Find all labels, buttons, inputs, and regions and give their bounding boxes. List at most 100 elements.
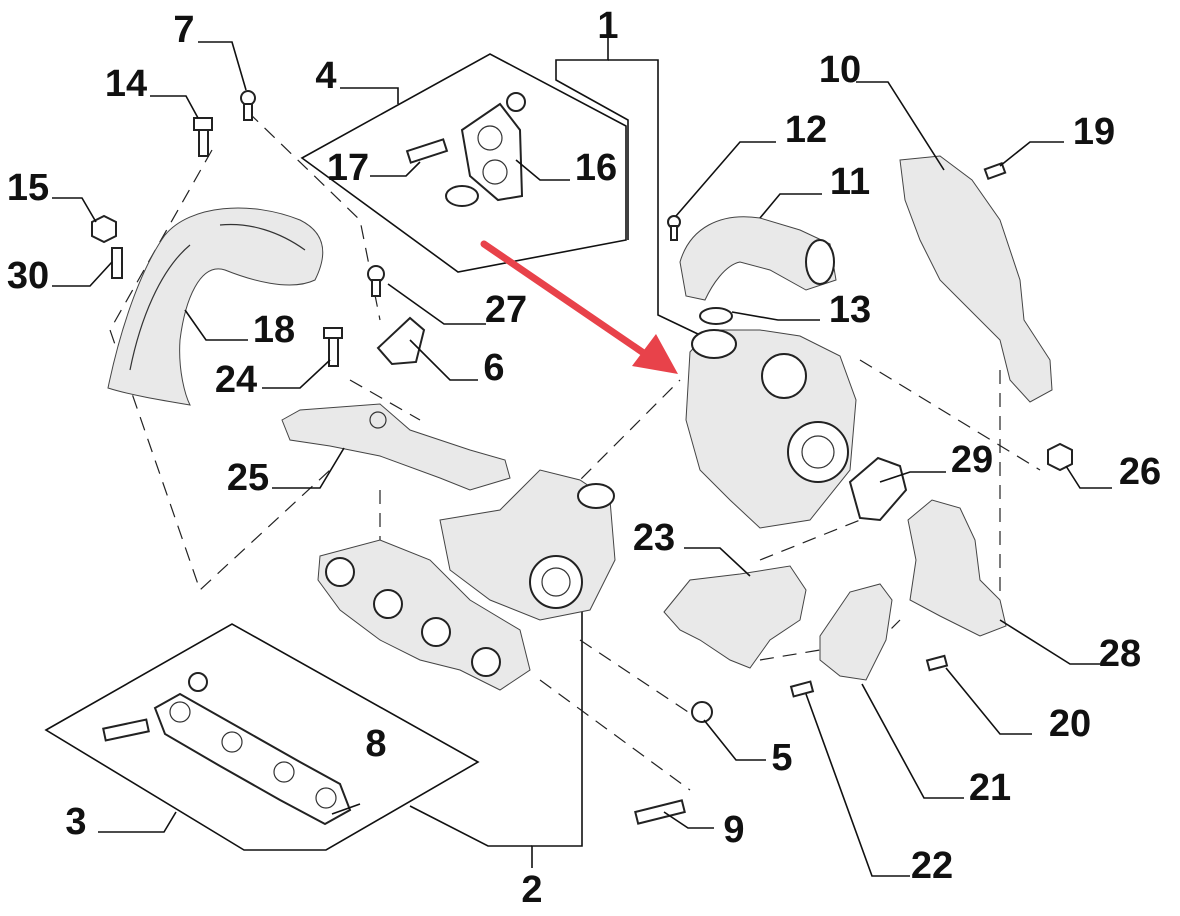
callout-20: 20: [1049, 703, 1091, 745]
leader-26: [1065, 465, 1112, 489]
leader-5: [703, 719, 766, 761]
kit-box-4: [300, 53, 627, 273]
callout-18: 18: [253, 309, 295, 351]
callout-12: 12: [785, 109, 827, 151]
callout-5: 5: [771, 737, 792, 779]
callout-17: 17: [327, 147, 369, 189]
leader-2a: [531, 580, 583, 868]
callout-23: 23: [633, 517, 675, 559]
callout-1: 1: [597, 5, 618, 47]
callout-24: 24: [215, 359, 257, 401]
leader-21: [861, 683, 964, 799]
leader-7: [198, 41, 247, 91]
bolt-14: [193, 117, 213, 157]
callout-29: 29: [951, 439, 993, 481]
callout-4: 4: [315, 55, 336, 97]
leader-6: [409, 339, 478, 381]
callout-30: 30: [7, 255, 49, 297]
heat-shield-10: [899, 155, 1053, 403]
leader-19: [999, 141, 1064, 167]
leader-15: [52, 197, 97, 223]
callout-25: 25: [227, 457, 269, 499]
callout-28: 28: [1099, 633, 1141, 675]
leader-4: [340, 87, 399, 104]
bracket-23: [663, 565, 807, 669]
stud-9: [634, 799, 686, 825]
callout-8: 8: [365, 723, 386, 765]
callout-3: 3: [65, 801, 86, 843]
leader-28: [999, 619, 1112, 665]
dash-g: [579, 639, 701, 721]
bolt-24: [323, 327, 343, 367]
leader-9: [663, 811, 714, 829]
leader-2b: [409, 805, 532, 847]
dash-i: [759, 519, 861, 561]
heat-shield-28: [907, 499, 1007, 637]
leader-25: [272, 447, 345, 489]
leader-22: [805, 693, 910, 877]
leader-17: [370, 161, 421, 177]
turbocharger-1: [685, 329, 857, 529]
leader-1b: [608, 59, 701, 336]
callout-11: 11: [830, 161, 870, 203]
gasket-8: [102, 672, 352, 826]
leader-13: [731, 311, 820, 321]
stud-17: [405, 138, 449, 164]
leader-1a: [555, 38, 629, 240]
kit-box-3: [44, 623, 480, 851]
callout-15: 15: [7, 167, 49, 209]
leader-29: [879, 471, 946, 483]
stud-30: [111, 247, 123, 279]
leader-8: [331, 803, 361, 815]
bolt-12: [667, 215, 681, 241]
callout-9: 9: [723, 809, 744, 851]
callout-22: 22: [911, 845, 953, 887]
callout-10: 10: [819, 49, 861, 91]
leader-20: [945, 667, 1032, 735]
bracket-6: [376, 316, 426, 366]
heat-shield-21: [819, 583, 893, 681]
callout-7: 7: [173, 9, 194, 51]
leader-3: [98, 811, 177, 833]
o-ring-13: [699, 307, 733, 325]
flange-29: [848, 456, 908, 522]
dash-a: [247, 111, 381, 321]
callout-21: 21: [969, 767, 1011, 809]
callout-19: 19: [1073, 111, 1115, 153]
heat-shield-25: [281, 403, 511, 491]
nut-26: [1047, 442, 1073, 472]
heat-shield-18: [107, 207, 324, 406]
callout-14: 14: [105, 63, 147, 105]
nut-5: [691, 701, 713, 723]
callout-16: 16: [575, 147, 617, 189]
air-pipe-11: [679, 216, 837, 301]
callout-27: 27: [485, 289, 527, 331]
leader-11: [759, 193, 822, 219]
leader-18: [184, 309, 248, 341]
leader-24: [262, 359, 331, 389]
highlight-arrow: [480, 240, 678, 374]
leader-10: [856, 81, 945, 171]
dash-h: [539, 679, 691, 791]
callout-13: 13: [829, 289, 871, 331]
leader-27: [387, 283, 486, 325]
bolt-7: [240, 90, 256, 121]
bolt-20: [925, 654, 949, 672]
dash-d: [499, 379, 681, 561]
callout-2: 2: [521, 869, 542, 911]
bolt-27: [367, 265, 385, 297]
leader-30: [52, 261, 113, 287]
leader-12: [675, 141, 776, 217]
leader-14: [150, 95, 199, 119]
leader-23: [684, 547, 751, 577]
bolt-22: [789, 680, 815, 698]
callout-6: 6: [483, 347, 504, 389]
bolt-19: [983, 161, 1007, 181]
o-ring-4: [445, 185, 479, 207]
dash-e: [859, 359, 1041, 471]
dash-k: [349, 379, 421, 421]
gasket-16: [460, 92, 526, 202]
nut-15: [91, 214, 117, 244]
